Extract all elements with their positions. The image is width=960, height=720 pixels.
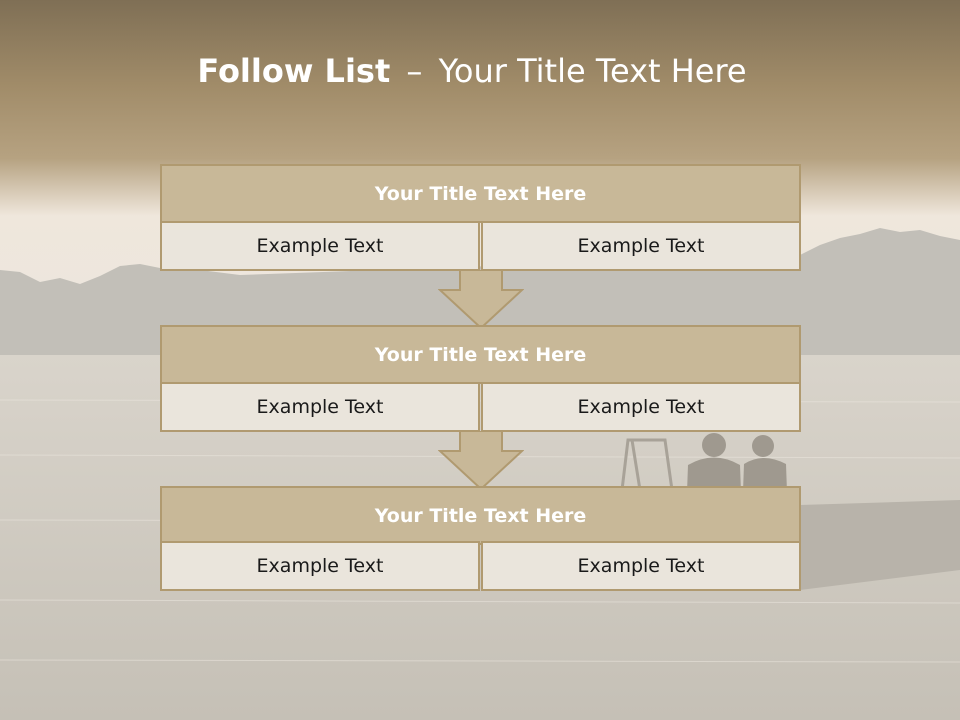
list-block-1: Your Title Text Here Example Text Exampl… <box>160 164 801 272</box>
block-1-title: Your Title Text Here <box>160 164 801 223</box>
slide-title-dash: – <box>406 52 423 90</box>
block-3-cell-left: Example Text <box>160 541 480 591</box>
block-2-cell-right: Example Text <box>481 382 801 432</box>
block-3-cell-right: Example Text <box>481 541 801 591</box>
block-1-cell-left: Example Text <box>160 221 480 271</box>
slide-title: Follow List – Your Title Text Here <box>0 52 944 90</box>
block-3-title: Your Title Text Here <box>160 486 801 545</box>
list-block-2: Your Title Text Here Example Text Exampl… <box>160 325 801 433</box>
block-2-cell-left: Example Text <box>160 382 480 432</box>
down-arrow-icon <box>438 431 524 491</box>
down-arrow-icon <box>438 270 524 330</box>
slide-title-bold: Follow List <box>197 52 391 90</box>
block-2-title: Your Title Text Here <box>160 325 801 384</box>
list-block-3: Your Title Text Here Example Text Exampl… <box>160 486 801 592</box>
slide-title-rest: Your Title Text Here <box>438 52 747 90</box>
block-1-cell-right: Example Text <box>481 221 801 271</box>
